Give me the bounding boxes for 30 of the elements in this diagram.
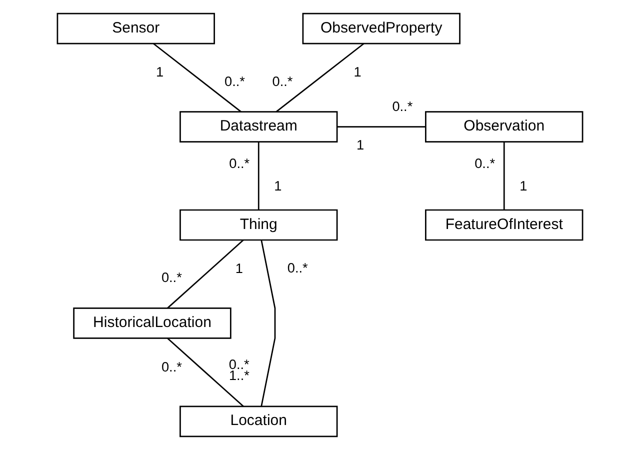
- node-box: HistoricalLocation: [73, 308, 232, 339]
- label: 0..*: [392, 98, 413, 114]
- connector: [167, 240, 244, 309]
- node-box: Thing: [180, 209, 338, 241]
- node-box: ObservedProperty: [302, 12, 460, 44]
- node-box: FeatureOfInterest: [425, 209, 584, 241]
- label: 0..*: [161, 270, 182, 285]
- label: 0..*: [161, 359, 182, 374]
- node-box: Observation: [425, 111, 584, 142]
- label: 1: [520, 178, 528, 194]
- connector: [276, 43, 364, 112]
- node-box: Sensor: [56, 12, 215, 44]
- connector: [153, 43, 242, 112]
- label: 1: [235, 261, 243, 276]
- label: 0..*: [474, 156, 496, 172]
- label: 1: [156, 64, 164, 80]
- connector: [337, 126, 426, 128]
- label: 0..*: [229, 156, 250, 172]
- label: 1: [356, 137, 364, 152]
- connector: [503, 142, 505, 210]
- label: 1: [354, 64, 362, 80]
- label: 0..*: [224, 74, 245, 89]
- connector: [260, 240, 276, 406]
- connector: [167, 338, 244, 407]
- connector: [258, 142, 260, 210]
- label: 1: [274, 178, 282, 194]
- label: 0..*: [287, 260, 308, 276]
- node-box: Datastream: [180, 111, 338, 142]
- node-box: Location: [180, 406, 338, 438]
- label: 0..*: [272, 74, 293, 89]
